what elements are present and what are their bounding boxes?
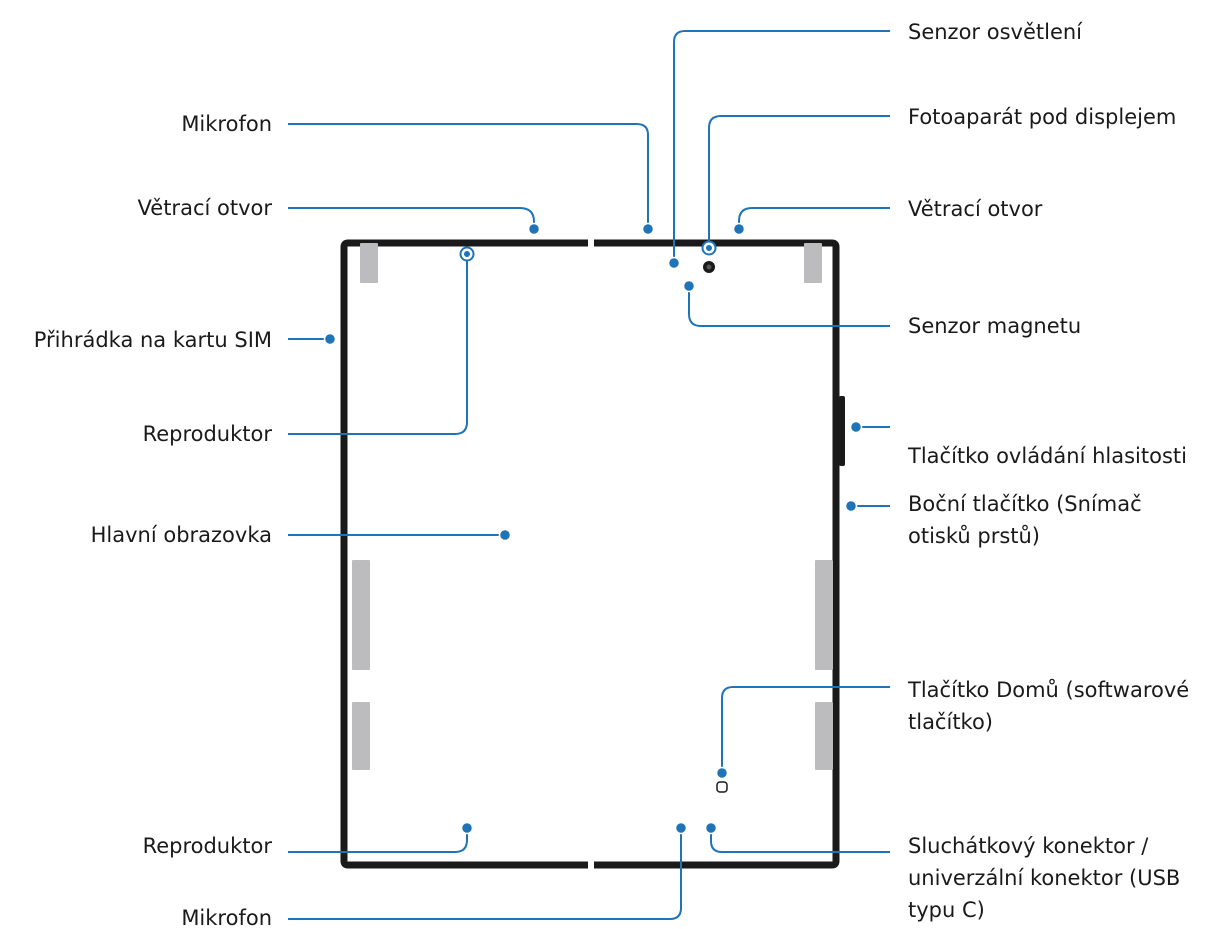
label-konektor: Sluchátkový konektor / univerzální konek… xyxy=(908,834,1187,922)
label-vetraci-otvor-left: Větrací otvor xyxy=(138,196,273,220)
home-button-icon xyxy=(716,781,728,793)
label-tlacitko-domu-line1: Tlačítko Domů (softwarové xyxy=(907,678,1189,702)
label-tlacitko-hlasitosti: Tlačítko ovládání hlasitosti xyxy=(907,444,1187,468)
label-bocni-tlacitko-line2: otisků prstů) xyxy=(908,524,1040,548)
callout-mikrofon-top: Mikrofon xyxy=(181,112,655,236)
label-tlacitko-domu: Tlačítko Domů (softwarové tlačítko) xyxy=(907,678,1196,734)
callout-konektor: Sluchátkový konektor / univerzální konek… xyxy=(704,821,1187,922)
callout-fotoaparat: Fotoaparát pod displejem xyxy=(701,105,1176,256)
label-mikrofon-top: Mikrofon xyxy=(181,112,272,136)
callout-senzor-magnetu: Senzor magnetu xyxy=(682,279,1081,338)
camera-icon xyxy=(703,261,715,273)
callout-mikrofon-bottom: Mikrofon xyxy=(181,821,688,929)
label-hlavni-obrazovka: Hlavní obrazovka xyxy=(91,523,272,547)
device-frame xyxy=(340,239,840,869)
label-mikrofon-bottom: Mikrofon xyxy=(181,906,272,929)
callout-vetraci-otvor-right: Větrací otvor xyxy=(732,197,1043,236)
hinge-top-left xyxy=(360,243,378,283)
label-konektor-line1: Sluchátkový konektor / xyxy=(908,834,1149,858)
callout-prihradka-sim: Přihrádka na kartu SIM xyxy=(34,328,337,352)
callout-bocni-tlacitko: Boční tlačítko (Snímač otisků prstů) xyxy=(844,492,1148,548)
label-bocni-tlacitko-line1: Boční tlačítko (Snímač xyxy=(908,492,1142,516)
label-fotoaparat: Fotoaparát pod displejem xyxy=(908,105,1176,129)
callout-senzor-osvetleni: Senzor osvětlení xyxy=(667,20,1083,270)
label-konektor-line3: typu C) xyxy=(908,898,985,922)
hinge-mid-left xyxy=(352,560,370,670)
callout-reproduktor-bottom: Reproduktor xyxy=(143,821,474,858)
callout-tlacitko-hlasitosti: Tlačítko ovládání hlasitosti xyxy=(849,420,1187,468)
callout-tlacitko-domu: Tlačítko Domů (softwarové tlačítko) xyxy=(715,678,1196,780)
label-bocni-tlacitko: Boční tlačítko (Snímač otisků prstů) xyxy=(908,492,1148,548)
label-senzor-magnetu: Senzor magnetu xyxy=(908,314,1081,338)
callout-reproduktor-top: Reproduktor xyxy=(143,246,475,446)
callout-vetraci-otvor-left: Větrací otvor xyxy=(138,196,541,236)
hinge-low-right xyxy=(815,702,833,770)
volume-button xyxy=(839,396,845,466)
label-reproduktor-bottom: Reproduktor xyxy=(143,834,273,858)
callout-hlavni-obrazovka: Hlavní obrazovka xyxy=(91,523,512,547)
label-prihradka-sim: Přihrádka na kartu SIM xyxy=(34,328,272,352)
hinges xyxy=(352,243,833,770)
label-reproduktor-top: Reproduktor xyxy=(143,422,273,446)
hinge-low-left xyxy=(352,702,370,770)
hinge-mid-right xyxy=(815,560,833,670)
hinge-top-right xyxy=(804,243,822,283)
label-konektor-line2: univerzální konektor (USB xyxy=(908,866,1180,890)
label-senzor-osvetleni: Senzor osvětlení xyxy=(908,20,1083,44)
label-tlacitko-domu-line2: tlačítko) xyxy=(908,710,993,734)
label-vetraci-otvor-right: Větrací otvor xyxy=(908,197,1043,221)
